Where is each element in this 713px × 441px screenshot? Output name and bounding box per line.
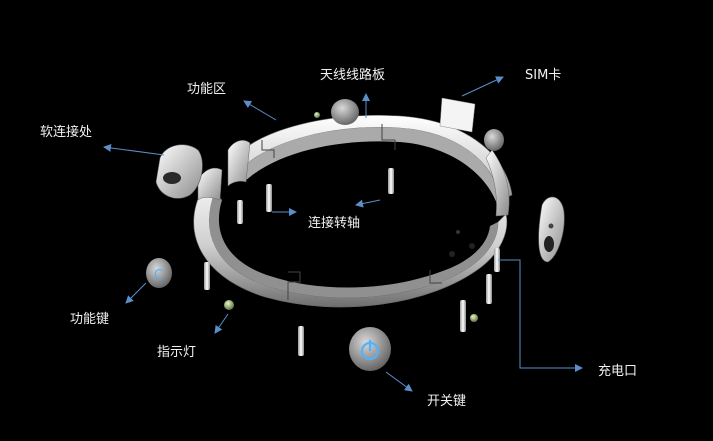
label-connecting-shaft: 连接转轴 xyxy=(308,216,361,231)
charging-part xyxy=(538,196,565,263)
ring-left-end xyxy=(197,167,223,201)
label-charging-port: 充电口 xyxy=(598,364,638,379)
function-key-part: C xyxy=(146,258,172,288)
soft-joint-part xyxy=(155,144,203,199)
label-soft-joint: 软连接处 xyxy=(40,125,93,140)
sim-cap xyxy=(484,129,504,151)
label-function-key: 功能键 xyxy=(70,312,110,327)
power-key-part xyxy=(349,327,391,371)
indicator-led xyxy=(224,300,234,310)
connecting-pins xyxy=(204,168,500,356)
label-antenna-board: 天线线路板 xyxy=(320,68,386,83)
ring-front xyxy=(193,124,508,308)
indicator-led-right xyxy=(470,314,478,322)
sim-card-part xyxy=(439,97,476,133)
antenna-cap xyxy=(331,99,359,125)
label-sim-card: SIM卡 xyxy=(525,68,562,83)
callout-arrows xyxy=(103,76,583,392)
label-function-area: 功能区 xyxy=(187,82,227,97)
label-indicator-light: 指示灯 xyxy=(157,345,197,360)
svg-text:C: C xyxy=(154,268,163,283)
label-power-key: 开关键 xyxy=(427,394,467,409)
ring-right-end xyxy=(485,149,510,217)
ring-left-end-top xyxy=(227,140,251,187)
small-led-top xyxy=(314,112,320,118)
